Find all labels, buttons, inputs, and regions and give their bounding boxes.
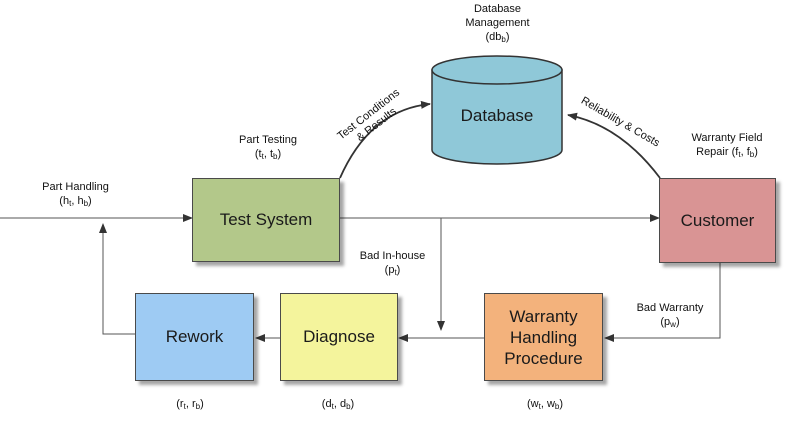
warranty-field-repair-label: Warranty Field Repair (ft, fb)	[691, 132, 763, 159]
rework-loop-arrow	[99, 223, 135, 335]
test-system-label: Test System	[219, 210, 313, 229]
database-label: Database	[460, 106, 534, 125]
bad-warranty-label: Bad Warranty (pw)	[636, 302, 704, 329]
bad-warranty-arrow	[604, 263, 721, 342]
customer-label: Customer	[680, 210, 755, 230]
customer-to-database-arrow	[567, 112, 661, 179]
rework-label: Rework	[165, 327, 224, 346]
warranty-cost-label: (wt, wb)	[526, 398, 564, 411]
warranty-handling-box: Warranty Handling Procedure	[484, 293, 603, 381]
db-management-label: Database Management (dbb)	[465, 3, 530, 44]
rework-cost-label: (rt, rb)	[176, 398, 204, 411]
customer-box: Customer	[659, 178, 776, 263]
rework-box: Rework	[135, 293, 254, 381]
warranty-label-line2: Handling	[509, 327, 578, 347]
part-testing-label: Part Testing (tt, tb)	[239, 134, 297, 161]
test-to-database-arrow	[339, 100, 431, 179]
bad-inhouse-label: Bad In-house (pt)	[359, 250, 426, 277]
test-system-box: Test System	[192, 178, 340, 262]
warranty-label-line1: Warranty	[509, 306, 578, 326]
diagnose-label: Diagnose	[303, 327, 375, 346]
diagnose-cost-label: (dt, db)	[321, 398, 355, 411]
warranty-label-line3: Procedure	[504, 348, 583, 368]
database-cylinder	[431, 55, 563, 165]
diagnose-box: Diagnose	[280, 293, 398, 381]
part-handling-label: Part Handling (ht, hb)	[42, 181, 109, 208]
